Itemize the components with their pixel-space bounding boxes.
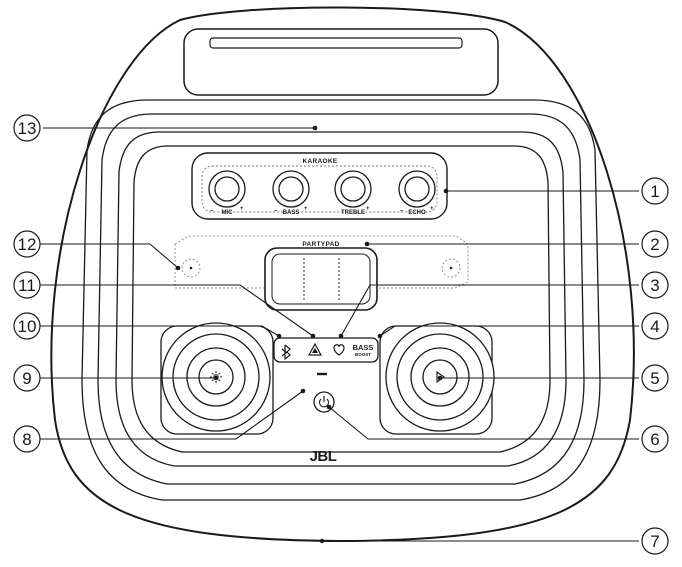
svg-text:10: 10 xyxy=(18,317,37,336)
knob-bass-minus: – xyxy=(274,208,278,214)
handle-opening xyxy=(209,37,463,49)
power-icon xyxy=(318,396,330,408)
callout-4: 4 xyxy=(641,312,669,340)
bass-boost-line1: BASS xyxy=(353,343,374,352)
callout-7: 7 xyxy=(641,527,669,555)
svg-text:4: 4 xyxy=(650,317,659,336)
karaoke-panel xyxy=(191,152,448,220)
svg-text:12: 12 xyxy=(18,235,37,254)
light-icon xyxy=(210,371,222,383)
callout-lines xyxy=(30,127,639,542)
svg-text:9: 9 xyxy=(22,369,31,388)
knob-echo-plus: + xyxy=(430,206,434,212)
knob-mic[interactable] xyxy=(208,170,246,208)
knob-treble[interactable] xyxy=(334,170,372,208)
bass-boost-button[interactable]: BASS BOOST xyxy=(353,343,374,357)
light-ring-outer xyxy=(81,99,601,501)
jbl-logo: JBL xyxy=(310,448,337,465)
speaker-body xyxy=(50,6,635,543)
callout-11: 11 xyxy=(13,271,41,299)
svg-text:3: 3 xyxy=(650,276,659,295)
callout-3: 3 xyxy=(641,271,669,299)
partypad-pad-inner xyxy=(271,253,371,305)
callout-2: 2 xyxy=(641,230,669,258)
knob-bass-plus: + xyxy=(304,206,308,212)
callout-13: 13 xyxy=(13,114,41,142)
bluetooth-icon[interactable] xyxy=(281,344,291,361)
knob-mic-minus: – xyxy=(210,208,214,214)
svg-text:1: 1 xyxy=(650,182,659,201)
knob-mic-plus: + xyxy=(240,206,244,212)
svg-text:2: 2 xyxy=(650,235,659,254)
svg-text:11: 11 xyxy=(18,276,36,295)
knob-echo-minus: – xyxy=(400,208,404,214)
svg-text:5: 5 xyxy=(650,369,659,388)
svg-text:13: 13 xyxy=(18,119,37,138)
button-bar xyxy=(273,337,379,363)
light-ring-core xyxy=(131,145,551,453)
svg-text:6: 6 xyxy=(650,430,659,449)
knob-mic-label: MIC xyxy=(222,210,234,216)
partypad-label: PARTYPAD xyxy=(302,241,339,248)
knob-echo[interactable] xyxy=(398,170,436,208)
knob-treble-plus: + xyxy=(366,206,370,212)
bass-boost-line2: BOOST xyxy=(355,352,371,357)
callout-10: 10 xyxy=(13,312,41,340)
svg-text:8: 8 xyxy=(22,430,31,449)
light-ring-inner xyxy=(115,131,567,467)
knob-bass[interactable] xyxy=(272,170,310,208)
handle xyxy=(183,28,499,96)
callout-6: 6 xyxy=(641,425,669,453)
callout-12: 12 xyxy=(13,230,41,258)
knob-echo-label: ECHO xyxy=(408,210,426,216)
light-ring-middle xyxy=(97,113,585,485)
callout-5: 5 xyxy=(641,364,669,392)
knob-treble-label: TREBLE xyxy=(341,210,365,216)
light-show-icon[interactable] xyxy=(307,342,323,356)
callout-1: 1 xyxy=(641,177,669,205)
partypad-dashed-region xyxy=(174,235,469,289)
callout-9: 9 xyxy=(13,364,41,392)
karaoke-label: KARAOKE xyxy=(303,158,338,165)
callout-8: 8 xyxy=(13,425,41,453)
knob-bass-label: BASS xyxy=(283,210,300,216)
callout-dots xyxy=(175,125,449,410)
svg-text:7: 7 xyxy=(650,532,659,551)
heart-icon[interactable] xyxy=(333,344,345,356)
